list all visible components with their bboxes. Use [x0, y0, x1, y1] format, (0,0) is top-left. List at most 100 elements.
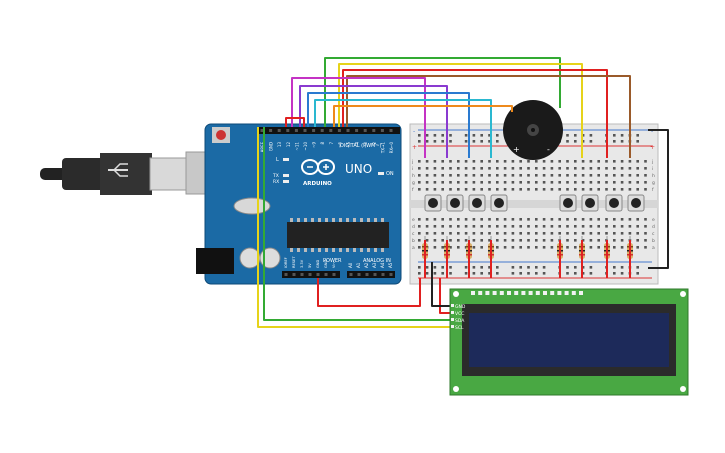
lcd-header-pin — [535, 291, 540, 295]
digital-pin-label: RX←0 — [389, 142, 394, 154]
digital-pin-label: 12 — [286, 142, 291, 148]
row-letter: a — [652, 246, 655, 251]
lcd-header-pin — [571, 291, 576, 295]
wire-yellow-top — [338, 63, 583, 158]
row-letter: j — [411, 159, 413, 165]
lcd-pin-label: VCC — [455, 311, 464, 317]
pushbutton[interactable] — [581, 194, 599, 212]
buzzer-minus-label: - — [547, 145, 550, 154]
board-model-label: UNO — [345, 162, 372, 176]
lcd-header-pin — [557, 291, 562, 295]
lcd-header-pin — [528, 291, 533, 295]
row-letter: f — [652, 187, 654, 193]
rail-plus-label-right: + — [650, 144, 655, 151]
row-letter: g — [652, 181, 655, 186]
digital-pin-label: 4 — [355, 142, 360, 145]
wire-red-top — [342, 69, 608, 158]
pushbutton[interactable] — [559, 194, 577, 212]
analog-pin-label: A0 — [348, 262, 353, 268]
digital-pin-label: AREF — [260, 141, 265, 152]
lcd-screen — [469, 313, 669, 367]
power-pin-label: GND — [324, 260, 328, 268]
lcd-header-pin — [478, 291, 483, 295]
rail-minus-label: - — [413, 128, 415, 135]
digital-pin-label: 7 — [329, 142, 334, 145]
arduino-uno-board: UNO ARDUINO DIGITAL (PWM~) POWER ANALOG … — [196, 123, 402, 285]
board-brand-label: ARDUINO — [303, 181, 332, 187]
lcd-pin-label: SCL — [455, 325, 464, 331]
digital-pin-label: ~10 — [303, 142, 308, 151]
row-letter: c — [652, 232, 655, 237]
lcd-pin-label: SDA — [455, 318, 465, 324]
row-letter: i — [652, 166, 653, 172]
wire-black-lcd — [431, 262, 450, 307]
pushbutton[interactable] — [490, 194, 508, 212]
wire-red-board — [285, 117, 305, 127]
pushbutton[interactable] — [627, 194, 645, 212]
row-letter: g — [412, 181, 415, 186]
power-pin-label: IOREF — [284, 257, 288, 268]
analog-pin-label: A4 — [380, 262, 385, 268]
row-letter: c — [412, 232, 415, 237]
pushbutton[interactable] — [605, 194, 623, 212]
power-pin-label: RESET — [292, 256, 296, 268]
tx-led-label: TX — [272, 173, 279, 179]
power-jack — [196, 248, 234, 274]
power-header-label: POWER — [323, 258, 342, 264]
piezo-buzzer[interactable]: + - — [503, 100, 563, 160]
digital-pin-label: 8 — [320, 142, 325, 145]
pushbuttons — [424, 194, 645, 212]
wire-magenta — [291, 77, 426, 158]
buzzer-plus-label: + — [513, 145, 520, 154]
wire-purple — [299, 85, 448, 158]
digital-pin-label: ~5 — [346, 142, 351, 148]
wire-green-lcd — [263, 127, 450, 321]
row-letter: b — [412, 238, 415, 244]
digital-header-label: DIGITAL (PWM~) — [340, 143, 382, 149]
pushbutton[interactable] — [468, 194, 486, 212]
power-pin-label: GND — [316, 260, 320, 268]
row-letter: f — [412, 187, 414, 193]
pushbutton[interactable] — [446, 194, 464, 212]
wire-blue — [307, 92, 470, 158]
digital-pin-label: ~11 — [294, 142, 299, 151]
wire-red-5v — [317, 278, 421, 307]
wires — [257, 57, 669, 328]
row-letter: h — [652, 173, 655, 179]
lcd-header-pin — [514, 291, 519, 295]
lcd-header-pin — [492, 291, 497, 295]
wire-yellow-lcd — [257, 127, 450, 328]
wire-brown — [346, 75, 631, 158]
on-led-label: ON — [386, 171, 394, 177]
pushbutton[interactable] — [424, 194, 442, 212]
atmega-chip — [287, 222, 389, 248]
wire-cyan — [314, 99, 492, 158]
lcd-header-pin — [564, 291, 569, 295]
row-letter: e — [412, 218, 415, 223]
rx-led-label: RX — [273, 179, 279, 185]
digital-pin-label: GND — [269, 142, 274, 151]
digital-pin-label: TX→1 — [380, 142, 385, 155]
power-pin-label: Vin — [332, 262, 336, 268]
lcd-header-pin — [521, 291, 526, 295]
row-letter: i — [412, 166, 413, 172]
row-letter: b — [652, 238, 655, 244]
rail-plus-label: + — [412, 144, 417, 151]
analog-header-label: ANALOG IN — [363, 258, 391, 264]
wire-orange — [333, 105, 513, 127]
wire-red-lcd — [439, 278, 450, 314]
digital-pin-label: 2 — [372, 142, 377, 145]
analog-pin-label: A1 — [356, 262, 361, 268]
lcd-header-pin — [499, 291, 504, 295]
digital-header — [258, 127, 400, 134]
lcd-header-pin — [485, 291, 490, 295]
row-letter: a — [412, 246, 415, 251]
wire-black-rail — [648, 129, 669, 269]
lcd-header-pin — [550, 291, 555, 295]
